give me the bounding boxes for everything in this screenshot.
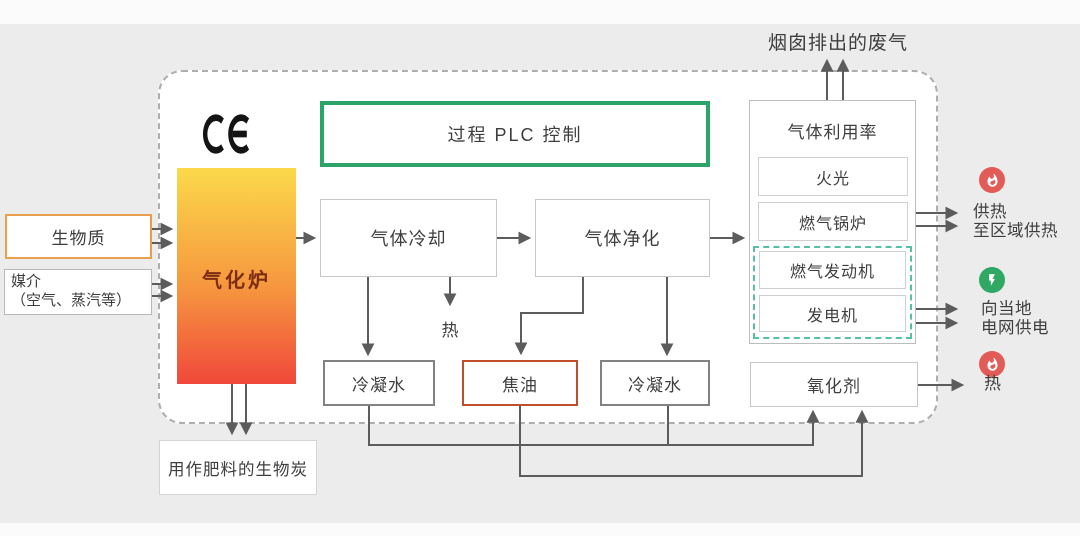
gas-cleaning-label: 气体净化 (584, 229, 661, 249)
gas-engine-label: 燃气发动机 (789, 264, 875, 281)
tar-box: 焦油 (462, 360, 578, 406)
biomass-input-box: 生物质 (5, 214, 152, 259)
district-heating-line2: 至区域供热 (973, 222, 1058, 240)
grid-power-line1: 向当地 (981, 300, 1032, 318)
top-margin (0, 0, 1080, 24)
biochar-box: 用作肥料的生物炭 (159, 440, 317, 495)
ce-mark-logo (202, 114, 250, 154)
condensate-right-label: 冷凝水 (628, 375, 682, 395)
medium-label-line1: 媒介 (11, 273, 42, 291)
heat-byproduct-label: 热 (441, 321, 459, 340)
gasifier-box: 气化炉 (177, 168, 296, 384)
condensate-right-box: 冷凝水 (600, 360, 710, 406)
bottom-margin (0, 523, 1080, 536)
flare-box: 火光 (758, 157, 908, 196)
oxidizer-label: 氧化剂 (807, 377, 861, 396)
medium-input-box: 媒介 （空气、蒸汽等） (4, 269, 152, 315)
biomass-label: 生物质 (51, 229, 106, 248)
biochar-label: 用作肥料的生物炭 (168, 460, 308, 479)
grid-power-label: 向当地 电网供电 (981, 300, 1049, 338)
district-heating-line1: 供热 (973, 203, 1007, 221)
flame-icon (979, 167, 1005, 193)
plc-control-box: 过程 PLC 控制 (320, 101, 710, 167)
gas-boiler-box: 燃气锅炉 (758, 202, 908, 241)
flare-label: 火光 (815, 170, 850, 188)
gas-cooling-label: 气体冷却 (370, 229, 447, 249)
generator-box: 发电机 (759, 295, 906, 332)
gas-engine-box: 燃气发动机 (759, 251, 906, 289)
gas-cleaning-box: 气体净化 (535, 199, 710, 277)
generator-label: 发电机 (806, 307, 858, 325)
grid-power-line2: 电网供电 (981, 319, 1049, 337)
chp-dashed-group (753, 246, 912, 339)
condensate-left-box: 冷凝水 (323, 360, 435, 406)
gasifier-label: 气化炉 (202, 270, 271, 292)
plc-control-label: 过程 PLC 控制 (447, 125, 583, 145)
medium-label-line2: （空气、蒸汽等） (11, 292, 132, 309)
lightning-icon (979, 267, 1005, 293)
gas-utilization-title: 气体利用率 (787, 123, 878, 142)
oxidizer-box: 氧化剂 (750, 362, 918, 407)
gas-boiler-label: 燃气锅炉 (798, 215, 867, 233)
heat-output-label: 热 (984, 374, 1002, 393)
condensate-left-label: 冷凝水 (352, 375, 406, 395)
district-heating-label: 供热 至区域供热 (973, 203, 1058, 241)
tar-label: 焦油 (502, 375, 538, 395)
flame-icon (979, 351, 1005, 377)
gas-cooling-box: 气体冷却 (320, 199, 497, 277)
chimney-exhaust-label: 烟囱排出的废气 (767, 33, 908, 54)
